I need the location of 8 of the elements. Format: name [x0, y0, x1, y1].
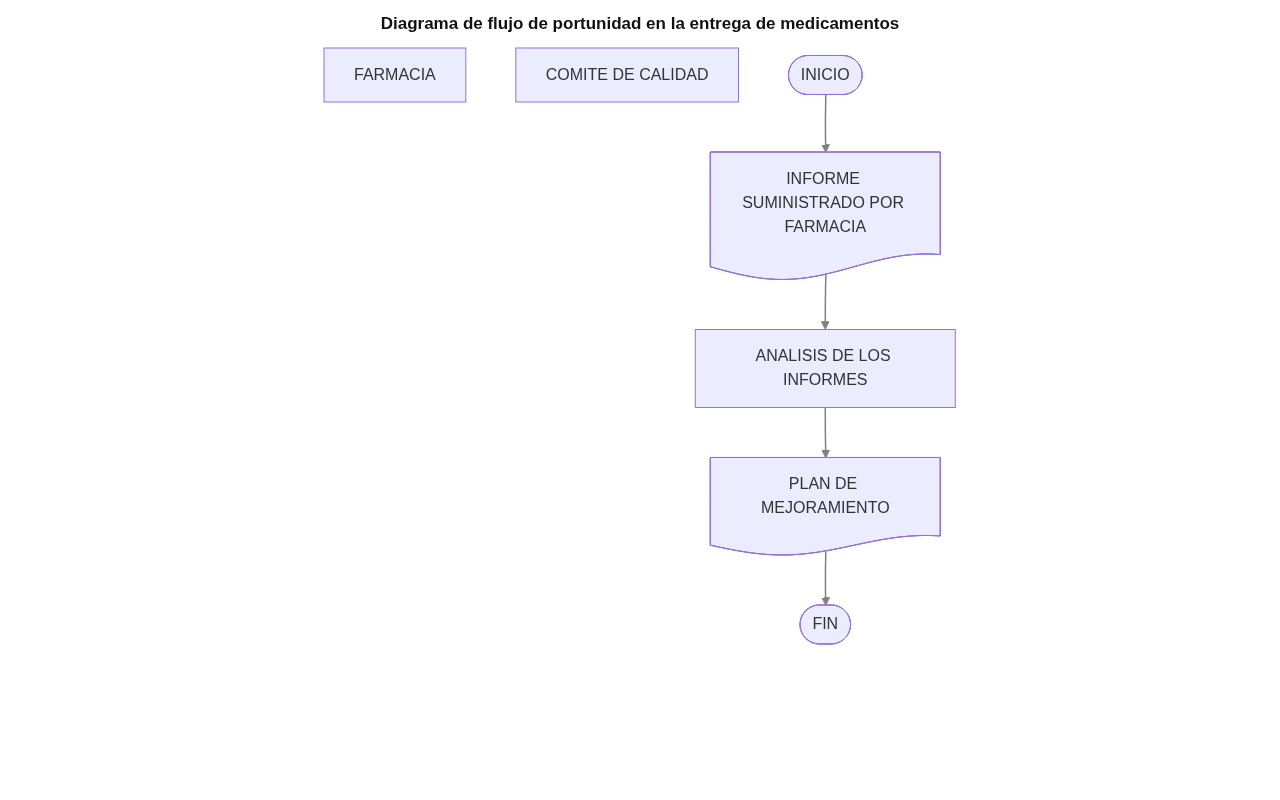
diagram-title: Diagrama de flujo de portunidad en la entrega de medicamentos [379, 14, 901, 34]
node-box: FARMACIA [323, 47, 467, 103]
node-box: COMITE DE CALIDAD [515, 47, 740, 103]
arrow [821, 94, 831, 153]
node-box: ANALISIS DE LOS INFORMES [695, 329, 957, 408]
arrow [821, 274, 831, 330]
arrow [821, 550, 831, 606]
arrow [821, 406, 831, 459]
